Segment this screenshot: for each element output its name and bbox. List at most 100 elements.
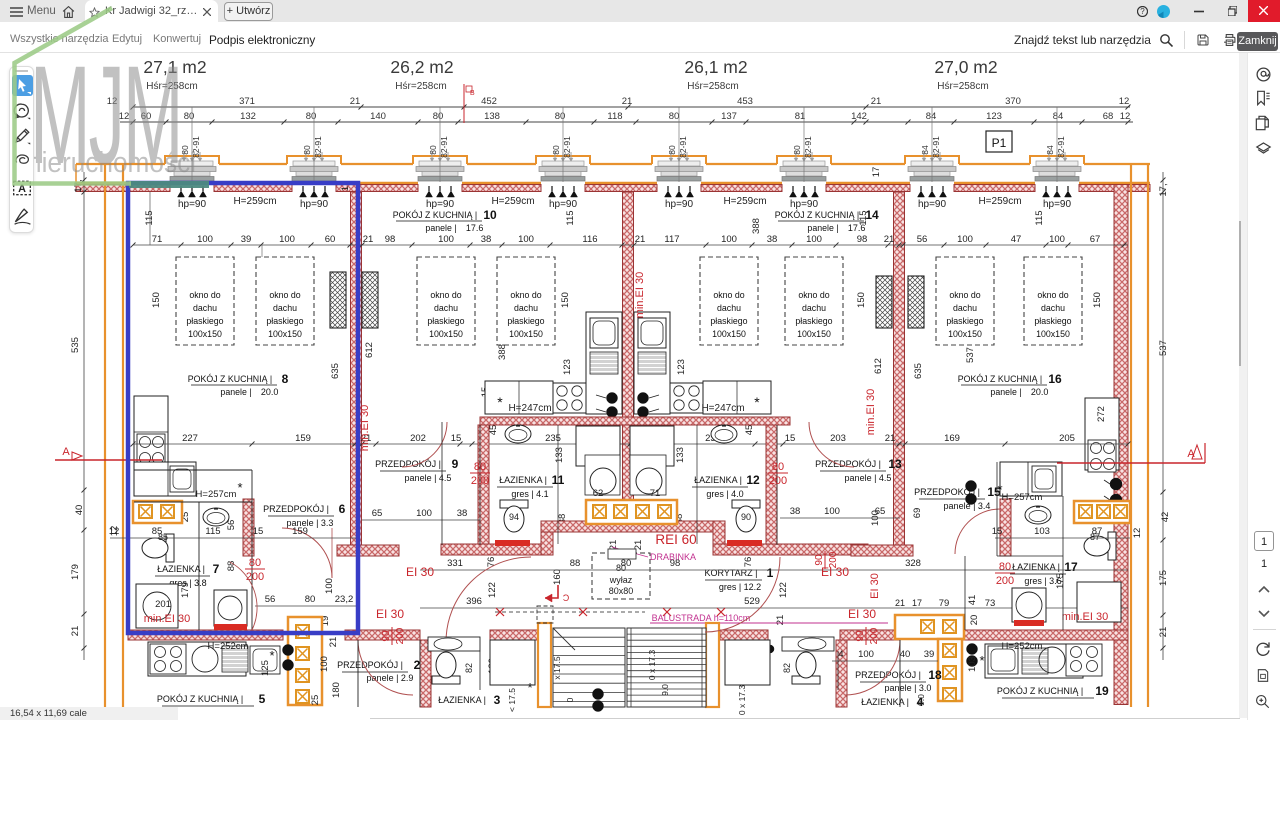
svg-text:EI 30: EI 30 (376, 607, 404, 621)
svg-text:Hśr=258cm: Hśr=258cm (687, 81, 738, 92)
svg-text:76: 76 (486, 557, 497, 568)
svg-text:hp=90: hp=90 (1043, 199, 1072, 210)
svg-text:73: 73 (985, 598, 996, 609)
svg-text:19: 19 (320, 616, 331, 627)
svg-text:117: 117 (664, 234, 679, 245)
svg-text:76: 76 (743, 557, 754, 568)
svg-text:2: 2 (414, 658, 421, 672)
svg-text:100x150: 100x150 (797, 329, 831, 339)
svg-text:21: 21 (635, 234, 646, 245)
svg-text:82-91: 82-91 (439, 136, 449, 158)
svg-text:45: 45 (488, 425, 499, 436)
svg-text:71: 71 (650, 488, 661, 499)
svg-text:90: 90 (381, 630, 392, 642)
svg-text:okno do: okno do (269, 290, 300, 300)
svg-text:21: 21 (328, 637, 339, 648)
svg-text:45: 45 (744, 425, 755, 436)
svg-text:PRZEDPOKÓJ |: PRZEDPOKÓJ | (375, 459, 441, 469)
svg-text:100: 100 (518, 234, 534, 245)
svg-text:21: 21 (363, 234, 374, 245)
svg-text:80: 80 (428, 145, 438, 155)
svg-text:40: 40 (900, 649, 911, 660)
svg-text:80: 80 (184, 111, 195, 122)
svg-text:88: 88 (226, 561, 237, 572)
svg-text:160: 160 (552, 569, 563, 585)
svg-text:płaskiego: płaskiego (427, 316, 464, 326)
svg-text:*: * (527, 680, 532, 695)
svg-text:38: 38 (557, 514, 568, 525)
svg-text:min.EI 30: min.EI 30 (1062, 611, 1108, 623)
svg-text:123: 123 (676, 359, 687, 375)
svg-text:180: 180 (331, 682, 342, 698)
svg-text:27,0 m2: 27,0 m2 (934, 57, 997, 77)
svg-text:17: 17 (340, 181, 351, 192)
svg-text:PRZEDPOKÓJ |: PRZEDPOKÓJ | (263, 504, 329, 514)
svg-text:100: 100 (279, 234, 295, 245)
svg-text:80: 80 (433, 111, 444, 122)
svg-text:88: 88 (570, 558, 581, 569)
svg-text:hp=90: hp=90 (426, 199, 455, 210)
svg-text:ŁAZIENKA |: ŁAZIENKA | (861, 697, 909, 707)
svg-text:529: 529 (744, 596, 760, 607)
svg-text:panele | 4.5: panele | 4.5 (845, 473, 892, 483)
svg-text:140: 140 (370, 111, 386, 122)
svg-text:płaskiego: płaskiego (710, 316, 747, 326)
svg-text:80x80: 80x80 (609, 586, 634, 596)
svg-text:ŁAZIENKA |: ŁAZIENKA | (694, 475, 742, 485)
svg-text:85: 85 (158, 532, 168, 542)
svg-text:panele | 3.3: panele | 3.3 (287, 518, 334, 528)
svg-text:26,2 m2: 26,2 m2 (390, 57, 453, 77)
svg-text:21: 21 (361, 433, 372, 444)
svg-text:38: 38 (481, 234, 492, 245)
svg-text:panele |: panele | (990, 387, 1021, 397)
svg-text:H=257cm: H=257cm (1002, 492, 1043, 503)
svg-text:65: 65 (875, 506, 886, 517)
svg-text:H=257cm: H=257cm (196, 489, 237, 500)
svg-text:103: 103 (967, 656, 978, 672)
svg-text:dachu: dachu (273, 303, 297, 313)
svg-text:POKÓJ Z KUCHNIĄ |: POKÓJ Z KUCHNIĄ | (997, 686, 1083, 696)
svg-text:hp=90: hp=90 (300, 199, 329, 210)
svg-text:69: 69 (912, 508, 923, 519)
svg-text:80: 80 (616, 563, 626, 573)
svg-text:20.0: 20.0 (1031, 387, 1049, 397)
svg-text:P1: P1 (992, 136, 1007, 150)
svg-text:17: 17 (871, 167, 882, 178)
svg-text:328: 328 (905, 558, 921, 569)
svg-text:okno do: okno do (510, 290, 541, 300)
svg-text:23,2: 23,2 (335, 594, 354, 605)
svg-text:Ɔ: Ɔ (563, 593, 570, 603)
svg-text:6: 6 (339, 502, 346, 516)
svg-text:dachu: dachu (514, 303, 538, 313)
svg-text:115: 115 (144, 210, 155, 225)
svg-text:12: 12 (109, 526, 120, 537)
svg-text:dachu: dachu (717, 303, 741, 313)
svg-text:82: 82 (782, 663, 792, 673)
svg-text:100x150: 100x150 (188, 329, 222, 339)
svg-text:7: 7 (213, 562, 220, 576)
svg-text:12: 12 (109, 526, 120, 537)
svg-text:82-91: 82-91 (191, 136, 201, 158)
svg-text:9.0: 9.0 (916, 694, 926, 706)
svg-text:min.EI 30: min.EI 30 (359, 405, 371, 451)
svg-text:panele |: panele | (807, 223, 838, 233)
svg-text:21: 21 (895, 598, 905, 608)
svg-text:EI 30: EI 30 (821, 565, 849, 579)
svg-text:159: 159 (292, 526, 308, 537)
svg-text:90: 90 (741, 512, 751, 522)
svg-text:płaskiego: płaskiego (186, 316, 223, 326)
svg-text:179: 179 (180, 582, 191, 598)
svg-text:12: 12 (1120, 111, 1131, 122)
svg-text:100x150: 100x150 (509, 329, 543, 339)
svg-text:150: 150 (1092, 292, 1103, 308)
svg-text:80: 80 (669, 111, 680, 122)
svg-text:38: 38 (457, 508, 468, 519)
svg-text:150: 150 (151, 292, 162, 308)
svg-text:hp=90: hp=90 (790, 199, 819, 210)
svg-text:159: 159 (295, 433, 311, 444)
svg-text:0: 0 (565, 697, 575, 702)
svg-text:150: 150 (560, 292, 571, 308)
svg-text:12: 12 (1132, 528, 1143, 539)
svg-text:80: 80 (999, 561, 1011, 573)
svg-text:100: 100 (806, 234, 822, 245)
